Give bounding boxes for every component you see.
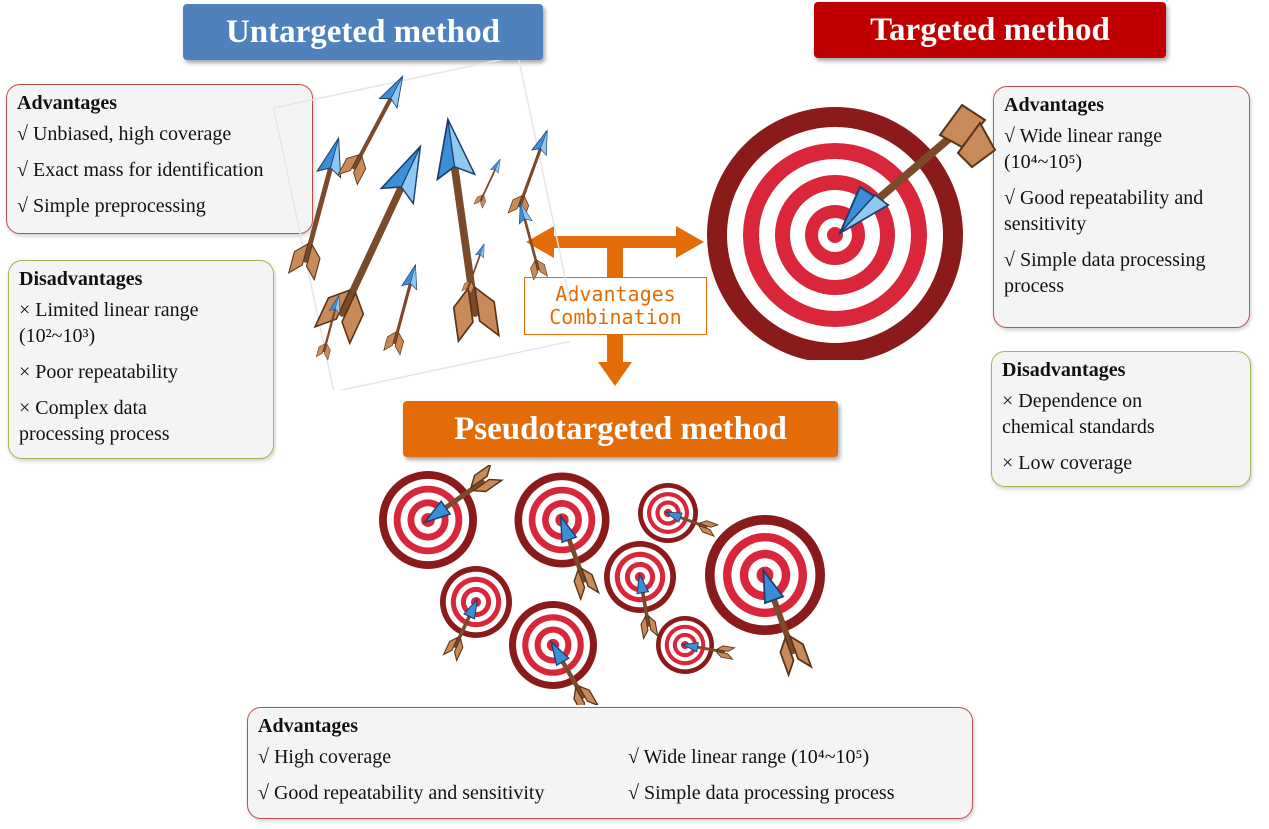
arrow-mid-1: [289, 135, 352, 280]
targeted-adv-1b: (10⁴~10⁵): [1004, 151, 1083, 173]
targeted-adv-2: √ Good repeatability and: [1004, 187, 1204, 209]
targeted-adv-1: √ Wide linear range: [1004, 125, 1163, 147]
target-8: [656, 616, 737, 674]
untargeted-adv-1: √ Unbiased, high coverage: [17, 123, 232, 145]
scattered-arrows-illustration: [272, 60, 570, 390]
arrow-big-2: [428, 117, 499, 342]
untargeted-adv-2: √ Exact mass for identification: [17, 159, 264, 181]
targeted-dis-2: × Low coverage: [1002, 452, 1133, 474]
down-arrowhead: [598, 362, 632, 386]
combination-line1: Advantages: [555, 282, 676, 306]
untargeted-dis-2: × Poor repeatability: [19, 361, 179, 383]
vertical-bar-top: [607, 246, 623, 280]
combination-line2: Combination: [549, 305, 682, 329]
arrow-small-2: [472, 156, 506, 210]
advantages-combination-box: Advantages Combination: [524, 277, 707, 335]
pseudotargeted-advantages-box: Advantages √ High coverage √ Wide linear…: [247, 707, 973, 819]
pseudo-adv-2: √ Wide linear range (10⁴~10⁵): [628, 746, 870, 768]
untargeted-dis-3: × Complex data: [19, 397, 147, 419]
horizontal-bar: [552, 236, 678, 248]
arrow-small-5: [382, 260, 426, 357]
targeted-advantages-heading: Advantages: [1004, 94, 1105, 116]
pseudotargeted-advantages-heading: Advantages: [258, 715, 359, 737]
left-arrowhead: [526, 226, 554, 258]
targeted-adv-3b: process: [1004, 275, 1064, 297]
target-2: [514, 472, 610, 600]
untargeted-advantages-box: Advantages √ Unbiased, high coverage √ E…: [6, 84, 313, 234]
targeted-dis-1: × Dependence on: [1002, 390, 1143, 412]
targeted-adv-3: √ Simple data processing: [1004, 249, 1206, 271]
untargeted-disadvantages-heading: Disadvantages: [19, 268, 143, 290]
combination-arrows: [526, 226, 704, 386]
pseudotargeted-title: Pseudotargeted method: [403, 401, 838, 457]
vertical-bar-bottom: [607, 334, 623, 364]
targeted-disadvantages-box: Disadvantages × Dependence on chemical s…: [991, 351, 1251, 487]
targeted-adv-2b: sensitivity: [1004, 213, 1087, 235]
pseudo-adv-1: √ High coverage: [258, 746, 392, 768]
untargeted-title: Untargeted method: [183, 4, 543, 60]
target-1: [379, 465, 502, 569]
target-3: [638, 483, 720, 543]
untargeted-dis-1b: (10²~10³): [19, 325, 96, 347]
multiple-targets-illustration: [379, 465, 825, 705]
untargeted-advantages-heading: Advantages: [17, 92, 118, 114]
targeted-disadvantages-heading: Disadvantages: [1002, 359, 1126, 381]
target-4: [440, 566, 512, 663]
arrow-small-1: [506, 125, 557, 221]
targeted-advantages-box: Advantages √ Wide linear range (10⁴~10⁵)…: [993, 86, 1250, 328]
targeted-dis-1b: chemical standards: [1002, 416, 1155, 438]
pseudo-adv-4: √ Simple data processing process: [628, 782, 895, 804]
untargeted-disadvantages-box: Disadvantages × Limited linear range (10…: [8, 260, 274, 459]
untargeted-adv-3: √ Simple preprocessing: [17, 195, 206, 217]
right-arrowhead: [676, 226, 704, 258]
targeted-title: Targeted method: [814, 2, 1166, 58]
arrow-small-3: [512, 199, 549, 282]
big-target-illustration: [707, 103, 997, 360]
untargeted-dis-1: × Limited linear range: [19, 299, 199, 321]
pseudo-adv-3: √ Good repeatability and sensitivity: [258, 782, 545, 804]
target-7: [509, 601, 598, 705]
untargeted-dis-3b: processing process: [19, 423, 170, 445]
